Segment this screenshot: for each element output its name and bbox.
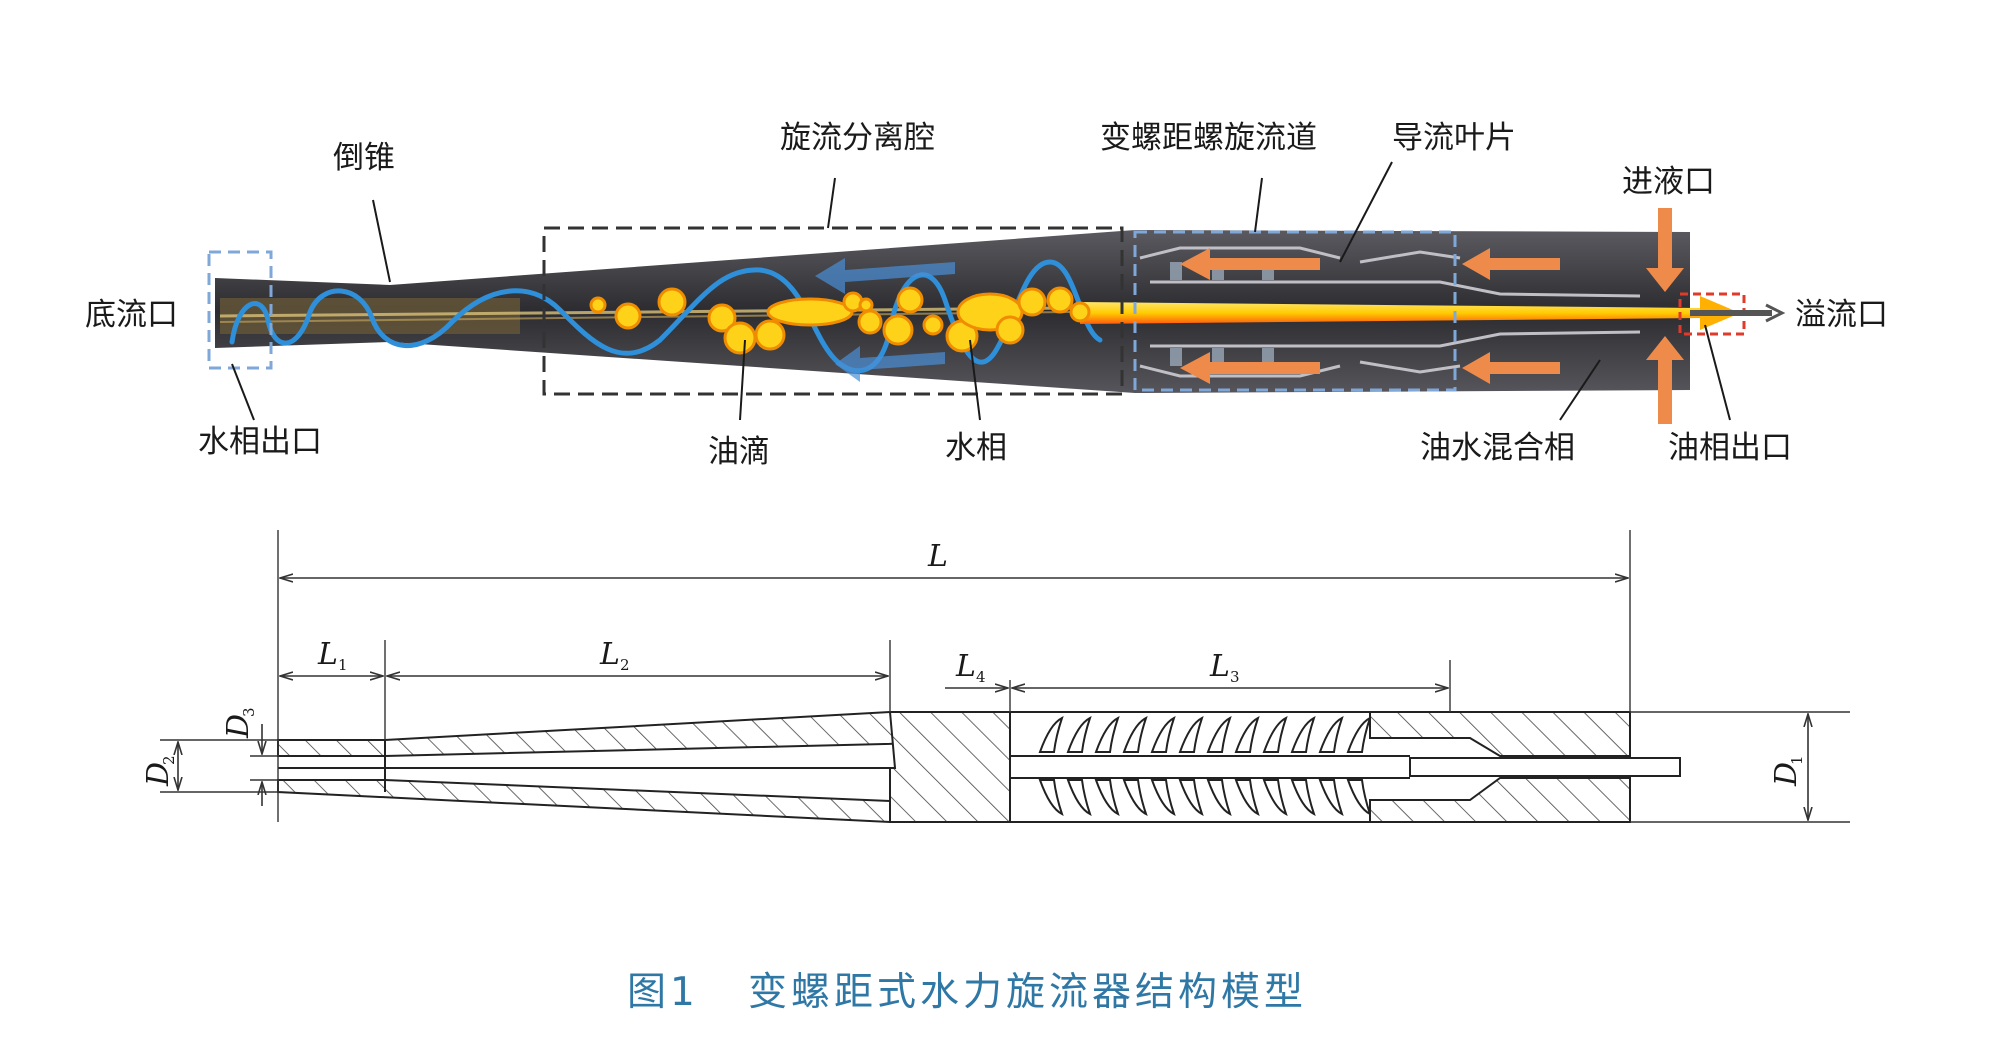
label-water-outlet: 水相出口 xyxy=(198,424,322,460)
svg-text:1: 1 xyxy=(338,656,348,674)
helical-vanes xyxy=(1139,246,1641,378)
inlet-arrows xyxy=(1646,208,1684,424)
svg-text:3: 3 xyxy=(1230,668,1240,686)
dim-label-D2: D 2 xyxy=(141,755,178,787)
mixed-phase-arrows xyxy=(1180,248,1560,384)
svg-text:L: L xyxy=(599,637,620,672)
separation-chamber-box xyxy=(542,226,1124,396)
water-flow-arrow-upper xyxy=(815,258,955,294)
dim-label-L3: L 3 xyxy=(1209,649,1240,686)
svg-text:3: 3 xyxy=(240,707,258,717)
svg-text:L: L xyxy=(317,637,338,672)
underflow-outlet-box xyxy=(207,250,273,370)
svg-text:L: L xyxy=(927,539,948,574)
label-separation-chamber: 旋流分离腔 xyxy=(780,120,935,156)
leader-lines xyxy=(231,161,1731,421)
svg-text:1: 1 xyxy=(1788,755,1806,765)
label-underflow-outlet: 底流口 xyxy=(85,297,178,333)
label-oil-droplets: 油滴 xyxy=(708,434,770,470)
svg-text:D: D xyxy=(141,762,176,787)
cone-block xyxy=(888,711,1011,823)
dim-label-D1: D 1 xyxy=(1769,755,1806,787)
figure-caption: 图1 变螺距式水力旋流器结构模型 xyxy=(627,970,1307,1015)
dim-label-D3: D 3 xyxy=(221,707,258,739)
overflow-tube xyxy=(1409,757,1681,777)
label-helical-channel: 变螺距螺旋流道 xyxy=(1100,120,1317,156)
caption-title: 变螺距式水力旋流器结构模型 xyxy=(748,970,1307,1015)
helical-vane-teeth xyxy=(1038,716,1372,816)
svg-text:L: L xyxy=(955,649,976,684)
svg-text:D: D xyxy=(1769,762,1804,787)
oil-droplets xyxy=(589,286,1091,355)
label-overflow-outlet: 溢流口 xyxy=(1795,297,1888,333)
label-inverted-cone: 倒锥 xyxy=(333,140,395,176)
label-mixed-phase: 油水混合相 xyxy=(1420,430,1575,466)
svg-text:2: 2 xyxy=(620,656,630,674)
dim-label-L4: L 4 xyxy=(955,649,986,686)
cyclone-body xyxy=(215,230,1690,393)
section-drawing: L L 1 L 2 L 4 L 3 D 2 D 3 D 1 xyxy=(141,530,1850,823)
svg-text:L: L xyxy=(1209,649,1230,684)
svg-text:2: 2 xyxy=(160,755,178,765)
oil-core-stream xyxy=(1080,302,1700,324)
caption-number: 图1 xyxy=(627,970,699,1015)
label-inlet: 进液口 xyxy=(1622,164,1715,200)
svg-text:D: D xyxy=(221,714,256,739)
label-guide-vane: 导流叶片 xyxy=(1392,120,1516,156)
cutaway-model: 底流口 倒锥 水相出口 旋流分离腔 变螺距螺旋流道 导流叶片 进液口 溢流口 油… xyxy=(85,120,1888,470)
helical-channel-box xyxy=(1133,230,1457,392)
dim-label-L2: L 2 xyxy=(599,637,630,674)
svg-text:4: 4 xyxy=(976,668,986,686)
label-water-phase: 水相 xyxy=(945,430,1007,466)
water-flow-arrow-lower xyxy=(835,346,945,382)
dim-label-L1: L 1 xyxy=(317,637,348,674)
dim-label-L: L xyxy=(927,539,948,574)
water-phase-spiral xyxy=(229,259,1103,374)
label-oil-outlet: 油相出口 xyxy=(1668,430,1792,466)
